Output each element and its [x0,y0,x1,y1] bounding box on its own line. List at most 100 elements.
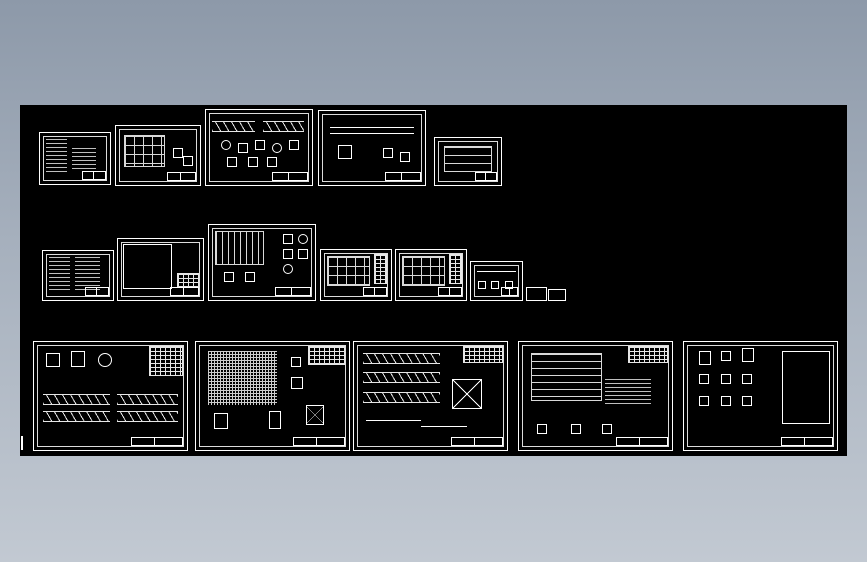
detail-mark [720,374,731,385]
drawing-sheet[interactable] [208,224,316,301]
detail-mark [46,352,61,367]
truss-elevation [212,120,255,132]
detail-mark [720,396,731,406]
detail-mark [742,374,753,385]
detail-mark [338,145,353,160]
detail-mark [267,156,278,167]
drawing-sheet[interactable] [470,261,523,301]
notes-text [75,256,101,292]
drawing-sheet[interactable] [526,287,547,301]
detail-panel [781,350,830,424]
detail-mark [478,281,487,289]
title-block [271,172,308,181]
drawing-sheet[interactable] [39,132,111,185]
detail-mark [283,264,294,274]
title-block [500,287,518,296]
drawing-sheet[interactable] [395,249,467,301]
truss-elevation [116,393,178,405]
plan-grid [401,256,445,286]
detail-mark [223,271,234,282]
drawing-canvas[interactable] [20,105,847,456]
detail-mark [699,396,710,406]
detail-mark [290,357,301,368]
title-block [780,437,833,446]
drawing-sheet[interactable] [518,341,673,451]
detail-mark [537,424,548,435]
title-block [384,172,421,181]
plan-grid [326,256,370,286]
drawing-sheet[interactable] [353,341,508,451]
detail-mark [504,281,513,289]
drawing-sheet[interactable] [434,137,502,186]
roof-line [477,271,516,273]
title-block [170,287,199,296]
detail-mark [183,155,194,166]
section-line [366,419,422,421]
title-block [274,287,311,296]
detail-mark [742,348,755,363]
drawing-sheet[interactable] [205,109,313,186]
schedule-table [374,254,387,284]
plan-grid [215,231,265,265]
schedule-table [149,346,183,377]
detail-mark [220,140,231,150]
notes-text [45,139,67,175]
section-line [421,426,468,428]
drawing-sheet[interactable] [115,125,201,186]
schedule-table [308,346,345,366]
detail-mark [227,156,238,167]
elevation-grid [531,352,602,402]
detail-mark [214,413,229,430]
title-block [363,287,387,296]
drawing-sheet[interactable] [117,238,204,301]
truss-elevation [43,393,111,405]
detail-mark [699,350,712,365]
detail-mark [720,350,731,361]
title-block [82,171,106,180]
detail-mark [254,140,265,150]
detail-mark [269,411,282,430]
truss-elevation [263,120,304,132]
schedule-table [449,254,462,284]
detail-mark [601,424,612,435]
truss-elevation [43,411,111,423]
detail-mark [283,249,294,259]
title-block [615,437,668,446]
drawing-sheet[interactable] [548,289,566,301]
detail-mark [491,281,500,289]
plan-grid [124,134,165,168]
truss-elevation [116,411,178,423]
roof-line [329,133,415,135]
detail-mark [298,249,309,259]
detail-mark [298,234,309,244]
detail-mark [290,376,303,389]
detail-mark [399,152,410,163]
detail-mark [382,148,393,158]
drawing-sheet[interactable] [320,249,392,301]
title-block [85,287,109,296]
title-block [450,437,503,446]
drawing-sheet[interactable] [195,341,350,451]
drawing-sheet[interactable] [33,341,188,451]
notes-text [604,378,651,405]
detail-mark [248,156,259,167]
notes-text [48,256,70,292]
bracing-diagram [451,378,482,409]
truss-elevation [363,391,440,403]
detail-mark [237,143,248,153]
notes-text [71,148,96,169]
drawing-sheet[interactable] [42,250,114,301]
detail-mark [98,352,113,367]
schedule-table [628,346,668,364]
title-block [167,172,196,181]
title-block [130,437,183,446]
detail-mark [699,374,710,385]
detail-mark [173,148,184,159]
detail-mark [306,404,325,425]
ucs-icon [21,436,23,450]
drawing-sheet[interactable] [318,110,426,186]
drawing-sheet[interactable] [683,341,838,451]
plan-outline [123,243,172,289]
title-block [438,287,462,296]
